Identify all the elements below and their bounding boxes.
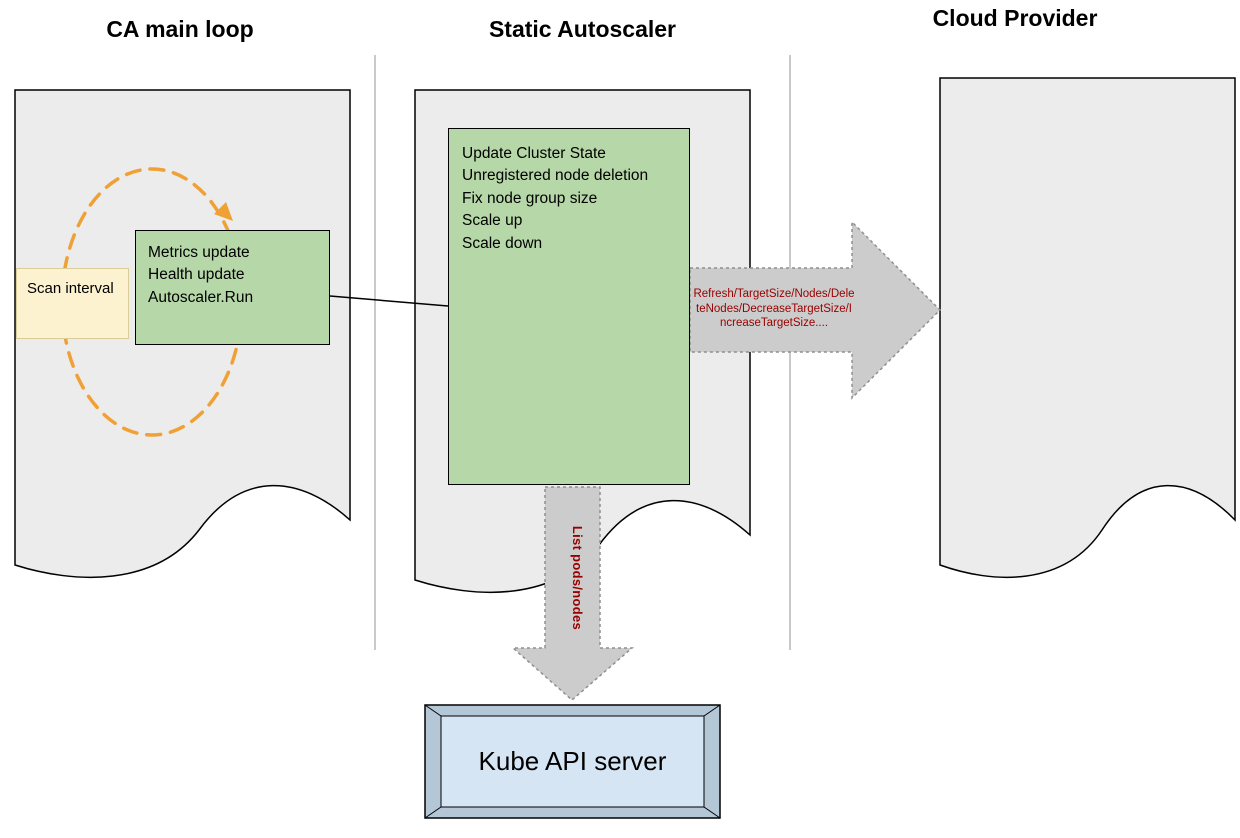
- autoscaler-step: Scale up: [462, 212, 523, 230]
- kube-api-server-box-bevel-lines: [424, 704, 721, 819]
- main-loop-step: Autoscaler.Run: [148, 288, 254, 306]
- main-loop-steps-box: Metrics update Health update Autoscaler.…: [135, 230, 330, 345]
- kube-arrow-label: List pods/nodes: [570, 525, 585, 631]
- autoscaler-step: Fix node group size: [462, 189, 598, 207]
- main-loop-step: Metrics update: [148, 244, 250, 261]
- scan-loop-arrowhead-icon: [214, 202, 233, 221]
- autoscaler-step: Update Cluster State: [462, 145, 606, 162]
- main-loop-to-autoscaler-line: [329, 295, 449, 307]
- kube-api-server-box-face: [440, 715, 705, 808]
- cloud-provider-document: [939, 77, 1236, 578]
- autoscaler-step: Unregistered node deletion: [462, 167, 649, 185]
- kube-api-arrow-shape: [511, 486, 635, 701]
- main-loop-step: Health update: [148, 266, 245, 284]
- kube-api-server-label: Kube API server: [478, 746, 667, 776]
- column-title-ca-main-loop: CA main loop: [106, 16, 254, 42]
- autoscaler-steps-box: Update Cluster State Unregistered node d…: [448, 128, 690, 485]
- cloud-arrow-label: Refresh/TargetSize/Nodes/DeleteNodes/Dec…: [693, 287, 855, 330]
- autoscaler-step: Scale down: [462, 234, 543, 252]
- column-title-static-autoscaler: Static Autoscaler: [488, 16, 677, 42]
- column-title-cloud-provider: Cloud Provider: [932, 5, 1098, 31]
- cloud-provider-arrow-shape: [689, 220, 942, 400]
- scan-interval-note: Scan interval: [16, 268, 129, 339]
